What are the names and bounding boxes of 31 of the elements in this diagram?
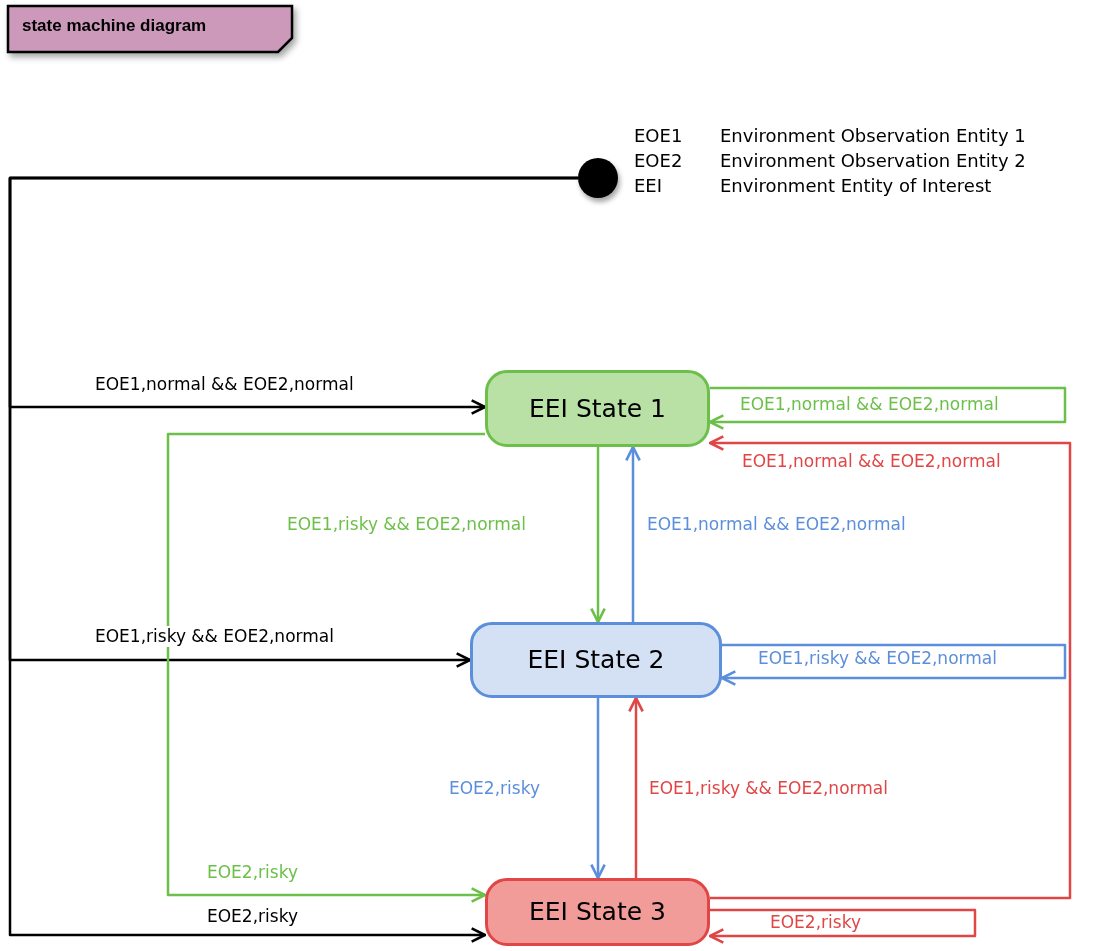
transition-arrow bbox=[720, 643, 1067, 686]
transition-arrow bbox=[625, 445, 641, 622]
edge-label: EOE2,risky bbox=[447, 778, 542, 800]
state-name: EEI State 2 bbox=[527, 644, 665, 676]
state-name: EEI State 1 bbox=[529, 392, 666, 425]
edge-label: EOE1,risky && EOE2,normal bbox=[285, 514, 528, 536]
transition-arrow bbox=[628, 696, 644, 878]
transition-arrow bbox=[8, 176, 578, 943]
transition-arrow bbox=[708, 908, 977, 944]
transition-arrow bbox=[708, 435, 1072, 900]
abbreviation: EEI bbox=[634, 174, 664, 198]
abbreviation: EOE1 bbox=[634, 124, 684, 148]
edge-label: EOE2,risky bbox=[768, 912, 863, 934]
edge-label: EOE1,risky && EOE2,normal bbox=[93, 626, 336, 648]
abbreviation-meaning: Environment Observation Entity 2 bbox=[720, 149, 1026, 173]
state-box bbox=[485, 370, 710, 447]
edge-label: EOE1,risky && EOE2,normal bbox=[756, 648, 999, 670]
state-box bbox=[485, 878, 710, 946]
state-name: EEI State 3 bbox=[529, 896, 666, 928]
abbreviation-meaning: Environment Entity of Interest bbox=[720, 174, 993, 198]
diagram-title: state machine diagram bbox=[22, 17, 207, 34]
transition-arrow bbox=[590, 447, 606, 624]
transition-arrow bbox=[166, 432, 487, 903]
edge-label: EOE1,risky && EOE2,normal bbox=[647, 778, 890, 800]
edge-label: EOE2,risky bbox=[205, 906, 300, 928]
transition-arrow bbox=[590, 698, 606, 880]
abbreviation: EOE2 bbox=[634, 149, 684, 173]
edge-label: EOE2,risky bbox=[205, 862, 300, 884]
transition-arrow bbox=[708, 386, 1067, 430]
state-box bbox=[470, 622, 722, 698]
abbreviation-meaning: Environment Observation Entity 1 bbox=[720, 124, 1026, 148]
